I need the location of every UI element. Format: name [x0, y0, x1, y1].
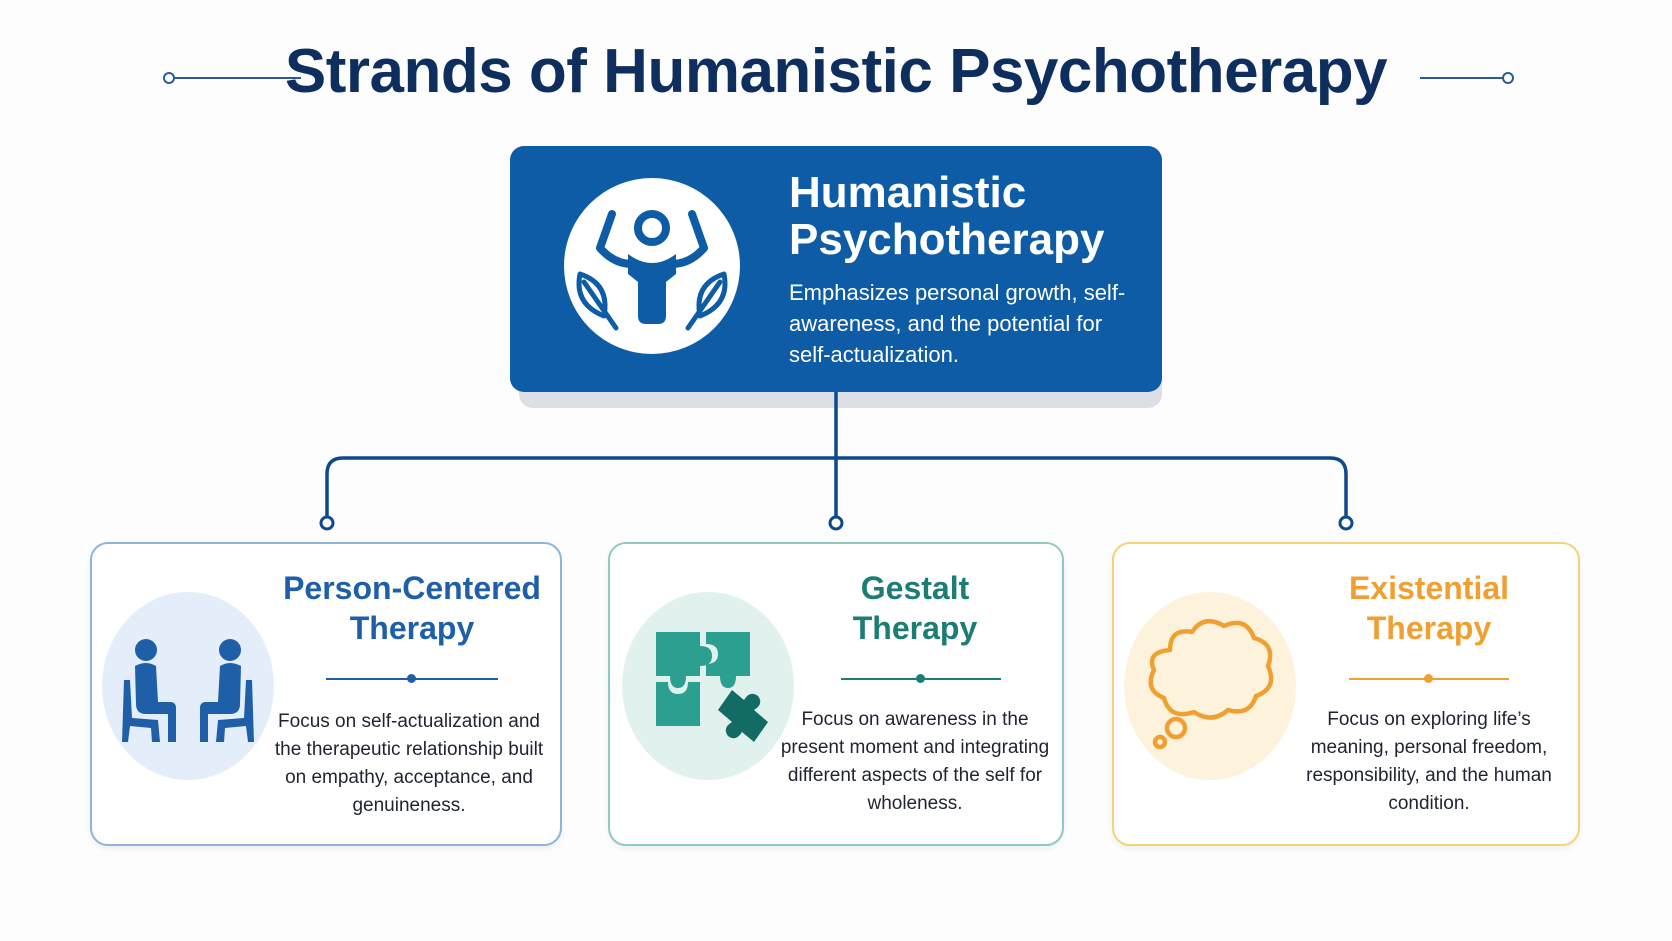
connector-node-right — [1338, 515, 1354, 531]
thought-bubble-icon — [1148, 618, 1274, 750]
connector-branch — [325, 456, 1348, 520]
card-gestalt-title-line2: Therapy — [852, 610, 978, 646]
main-description: Emphasizes personal growth, self-awarene… — [789, 280, 1126, 367]
main-title: Humanistic Psychotherapy — [789, 169, 1149, 263]
card-gestalt-title-line1: Gestalt — [860, 570, 970, 606]
title-right-dot — [1502, 72, 1514, 84]
card-person-centered-icon-circle — [102, 592, 274, 780]
card-existential-title: Existential Therapy — [1290, 568, 1568, 648]
card-existential-title-line2: Therapy — [1366, 610, 1492, 646]
card-existential-description: Focus on exploring life’s meaning, perso… — [1306, 709, 1552, 814]
card-existential-divider-dot — [1424, 674, 1433, 683]
two-people-talking-icon — [122, 639, 254, 742]
card-gestalt-icon-circle — [622, 592, 794, 780]
main-title-line2: Psychotherapy — [789, 215, 1105, 264]
card-existential-title-line1: Existential — [1348, 570, 1510, 606]
card-gestalt-title: Gestalt Therapy — [780, 568, 1050, 648]
connector-node-center — [828, 515, 844, 531]
connector-node-left — [319, 515, 335, 531]
card-gestalt-divider-dot — [916, 674, 925, 683]
card-person-centered-divider-dot — [407, 674, 416, 683]
card-person-centered-title-line2: Therapy — [349, 610, 475, 646]
person-growth-icon — [576, 210, 728, 331]
title-left-line — [173, 77, 301, 79]
card-existential-icon-circle — [1124, 592, 1296, 780]
card-person-centered-title-line1: Person-Centered — [283, 570, 541, 606]
main-icon-circle — [564, 178, 740, 354]
main-title-line1: Humanistic — [789, 168, 1027, 217]
card-person-centered-title: Person-Centered Therapy — [272, 568, 552, 648]
title-right-line — [1420, 77, 1512, 79]
card-gestalt-description: Focus on awareness in the present moment… — [780, 709, 1050, 814]
page-title: Strands of Humanistic Psychotherapy — [284, 37, 1388, 106]
card-person-centered-description: Focus on self-actualization and the ther… — [274, 711, 544, 816]
puzzle-pieces-icon — [656, 632, 768, 742]
